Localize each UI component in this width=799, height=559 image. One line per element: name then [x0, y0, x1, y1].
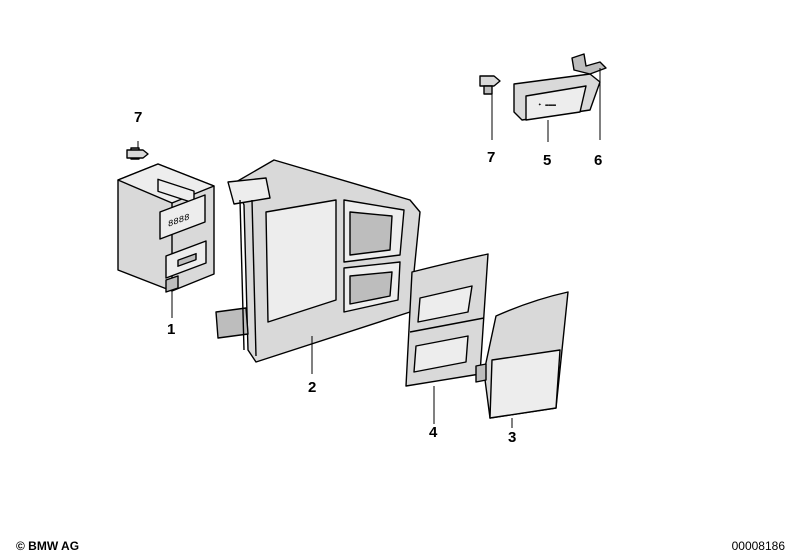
label-part-7-left: 7 [134, 109, 142, 126]
control-module-part-1[interactable]: 8888 [117, 163, 215, 293]
label-part-7-right: 7 [487, 149, 495, 166]
label-part-6: 6 [594, 152, 602, 169]
screw-part-7-left[interactable] [126, 141, 149, 160]
label-part-3: 3 [508, 429, 516, 446]
cover-plate-part-4[interactable] [405, 253, 489, 387]
blank-cover-part-3[interactable] [475, 291, 569, 419]
clip-part-6[interactable] [571, 53, 607, 140]
label-part-1: 1 [167, 321, 175, 338]
svg-text:✦ ▬▬▬: ✦ ▬▬▬ [538, 101, 556, 108]
copyright-text: © BMW AG [16, 539, 80, 553]
label-part-4: 4 [429, 424, 438, 441]
label-part-5: 5 [543, 152, 551, 169]
screw-part-7-right[interactable] [479, 75, 501, 140]
small-module-part-5[interactable]: ✦ ▬▬▬ [513, 73, 601, 142]
diagram-id-text: 00008186 [731, 539, 785, 553]
bezel-panel-part-2[interactable] [215, 159, 421, 363]
label-part-2: 2 [308, 379, 316, 396]
